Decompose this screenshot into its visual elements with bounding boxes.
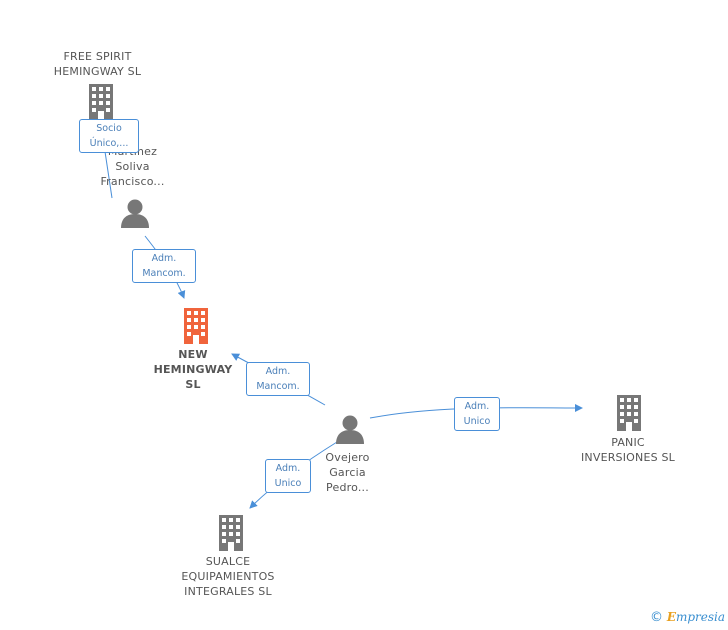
edge-label-adm-mancom-1[interactable]: Adm. Mancom. [132,249,196,283]
brand-initial: E [666,610,676,624]
node-label-line: Ovejero [325,451,370,464]
building-icon[interactable] [615,395,643,431]
person-icon[interactable] [120,198,150,228]
node-label-line: Soliva [115,160,150,173]
edge-label-adm-unico-panic[interactable]: Adm. Unico [454,397,500,431]
building-icon[interactable] [217,515,245,551]
edge-label-line: Único,... [89,138,129,149]
edge-label-line: Adm. [275,463,301,474]
edge-label-line: Unico [463,416,491,427]
edge-label-line: Unico [274,478,302,489]
node-label-line: EQUIPAMIENTOS [181,570,275,583]
node-label-line: HEMINGWAY SL [53,65,142,78]
brand-name: mpresia [675,610,726,624]
edge-label-line: Adm. [265,366,291,377]
node-label-free-spirit[interactable]: FREE SPIRIT HEMINGWAY SL [40,49,155,79]
node-label-sualce[interactable]: SUALCE EQUIPAMIENTOS INTEGRALES SL [170,554,286,599]
node-label-line: Francisco... [100,175,165,188]
copyright-icon: © [650,610,663,625]
edge-label-line: Mancom. [256,381,300,392]
node-label-line: HEMINGWAY [153,363,233,376]
building-icon[interactable] [87,84,115,120]
node-label-line: NEW [178,348,208,361]
node-label-line: Pedro... [326,481,369,494]
building-icon[interactable] [181,308,211,344]
edge-label-line: Adm. [464,401,490,412]
edge-label-line: Adm. [151,253,177,264]
node-label-panic[interactable]: PANIC INVERSIONES SL [572,435,684,465]
node-label-line: SL [185,378,201,391]
node-label-line: FREE SPIRIT [63,50,132,63]
node-label-line: SUALCE [205,555,251,568]
edge-label-socio-unico[interactable]: Socio Único,... [79,119,139,153]
edge-label-adm-mancom-2[interactable]: Adm. Mancom. [246,362,310,396]
brand-footer: © Empresia [650,610,725,625]
node-label-new-hemingway[interactable]: NEW HEMINGWAY SL [148,347,238,392]
node-label-ovejero[interactable]: Ovejero Garcia Pedro... [300,450,395,495]
node-label-line: PANIC [611,436,645,449]
node-label-line: INTEGRALES SL [184,585,272,598]
edge-label-line: Mancom. [142,268,186,279]
node-label-line: Garcia [329,466,366,479]
edge-label-line: Socio [96,123,122,134]
edge-label-adm-unico-sualce[interactable]: Adm. Unico [265,459,311,493]
node-label-line: INVERSIONES SL [580,451,676,464]
person-icon[interactable] [335,414,365,444]
